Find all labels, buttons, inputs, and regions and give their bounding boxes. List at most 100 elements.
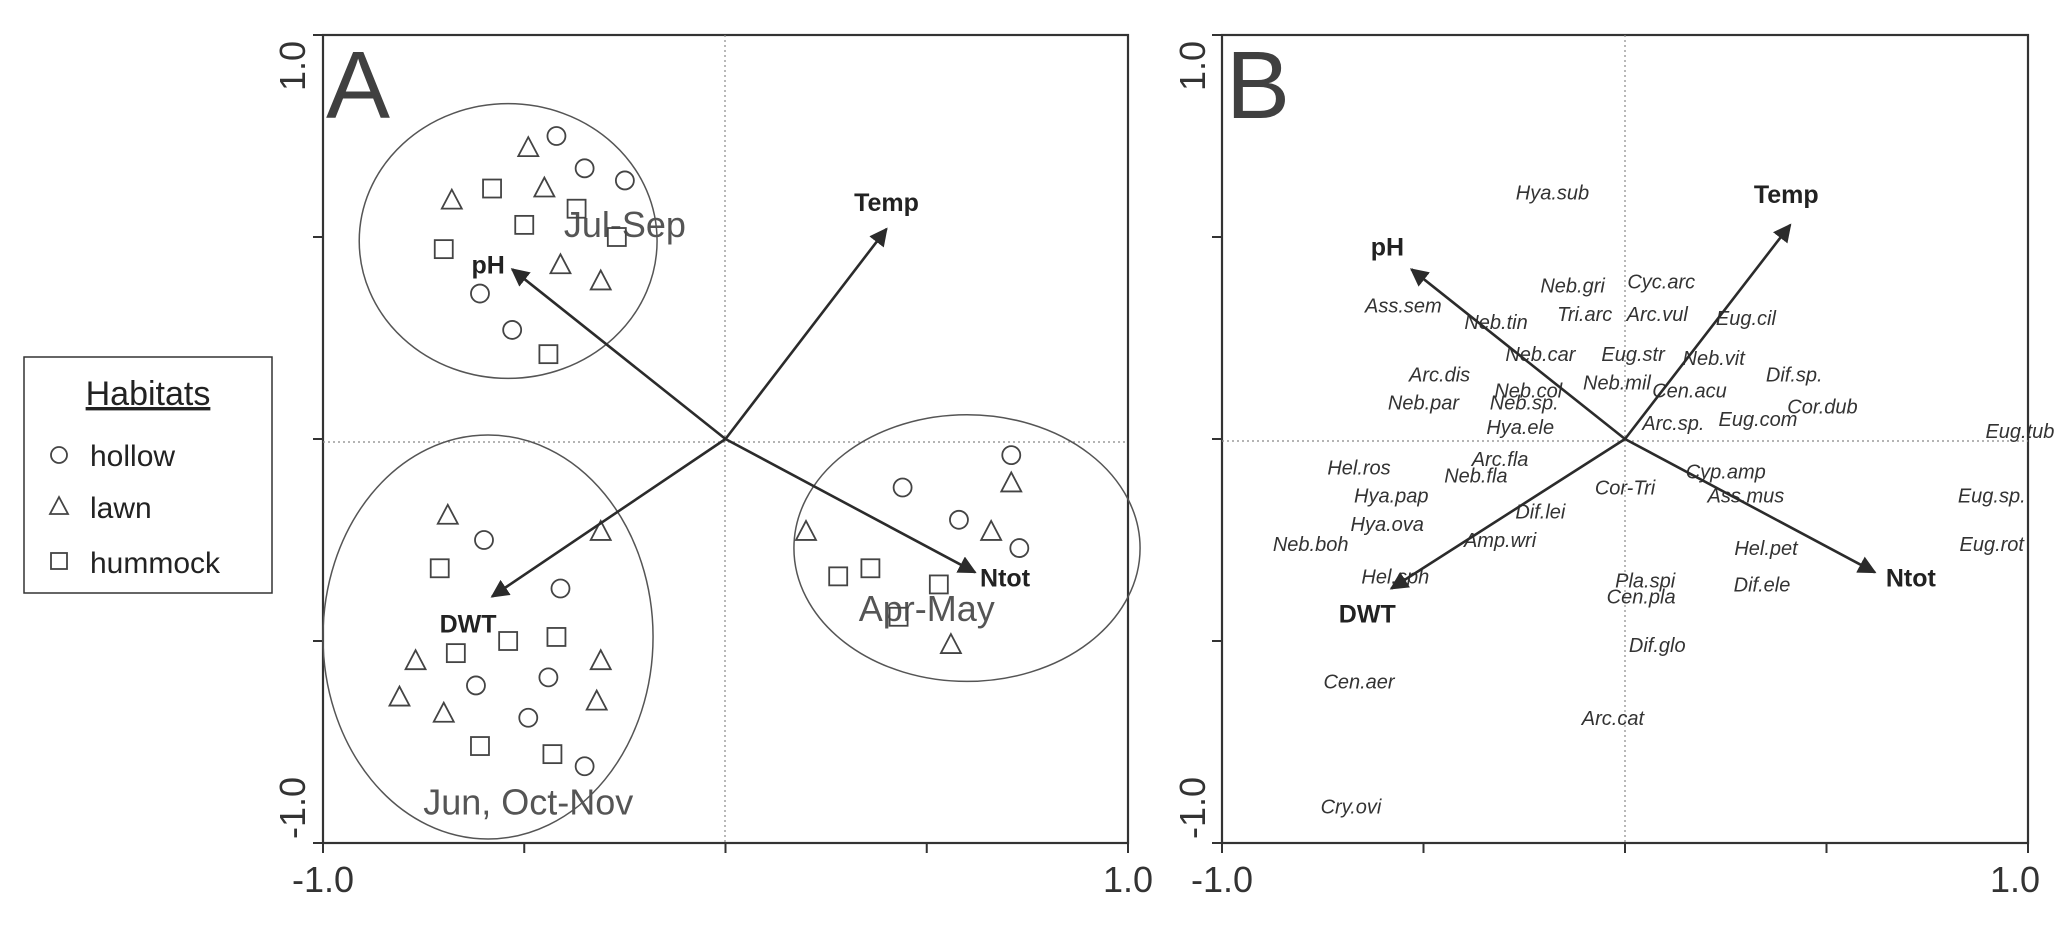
- sample-point-hummock-5: [482, 178, 502, 199]
- species-label-neb-fla: Neb.fla: [1444, 465, 1507, 487]
- sample-point-lawn-6: [532, 175, 556, 198]
- panel-a-vector-dwt: [490, 437, 727, 598]
- panel-b-vector-dwt: [1389, 437, 1626, 590]
- species-label-eug-str: Eug.str: [1601, 344, 1666, 366]
- species-label-hel-pet: Hel.pet: [1734, 538, 1799, 560]
- sample-point-lawn-40: [387, 684, 411, 707]
- sample-point-hummock-8: [514, 214, 535, 235]
- sample-point-lawn-17: [999, 470, 1023, 493]
- species-label-eug-cil: Eug.cil: [1716, 308, 1777, 330]
- group-ellipse-apr-may: [793, 414, 1141, 683]
- species-label-arc-vul: Arc.vul: [1626, 304, 1689, 326]
- panel-a-vector-label-temp: Temp: [854, 189, 919, 217]
- sample-point-lawn-20: [979, 518, 1003, 541]
- species-label-hya-sub: Hya.sub: [1516, 183, 1589, 205]
- sample-point-hollow-16: [1001, 445, 1022, 466]
- legend-item-lawn: lawn: [48, 492, 152, 525]
- panel-b-ticks: [1212, 34, 2029, 853]
- hummock-square-icon: [50, 552, 68, 570]
- species-label-neb-boh: Neb.boh: [1273, 534, 1349, 556]
- panel-a-vector-temp: [724, 227, 888, 440]
- species-label-pla-spi: Pla.spi: [1615, 570, 1676, 592]
- panel-b-vector-ntot: [1624, 437, 1877, 574]
- species-label-neb-car: Neb.car: [1505, 344, 1576, 366]
- species-label-amp-wri: Amp.wri: [1463, 530, 1537, 552]
- panel-a-ticks: [313, 34, 1129, 853]
- sample-point-hollow-13: [470, 283, 490, 304]
- lawn-triangle-icon: [48, 495, 70, 515]
- panel-a-vector-label-ntot: Ntot: [980, 564, 1031, 592]
- panel-b-vector-label-temp: Temp: [1754, 181, 1819, 209]
- sample-point-hummock-26: [928, 574, 949, 595]
- panel-a-vector-ph: [510, 268, 727, 441]
- species-label-neb-col: Neb.col: [1494, 381, 1562, 403]
- group-label-jun-oct-nov: Jun, Oct-Nov: [423, 782, 633, 823]
- sample-point-hummock-31: [429, 558, 450, 579]
- sample-point-hummock-35: [445, 643, 466, 664]
- species-label-ass-mus: Ass.mus: [1707, 486, 1785, 508]
- species-label-tri-arc: Tri.arc: [1557, 304, 1612, 326]
- panel-b-letter: B: [1226, 32, 1290, 139]
- species-label-cor-dub: Cor.dub: [1787, 397, 1857, 419]
- group-ellipse-jul-sep: [358, 102, 658, 380]
- panel-a-y-tick-max: 1.0: [272, 41, 313, 91]
- legend-title: Habitats: [86, 375, 211, 413]
- panel-b-vector-ph: [1409, 268, 1626, 441]
- species-label-cor-tri: Cor-Tri: [1595, 477, 1656, 499]
- sample-point-hollow-3: [614, 170, 635, 191]
- sample-point-hummock-34: [498, 631, 519, 651]
- group-label-jul-sep: Jul-Sep: [564, 204, 686, 245]
- sample-point-lawn-29: [436, 502, 460, 525]
- species-label-neb-mil: Neb.mil: [1583, 372, 1651, 394]
- sample-point-lawn-4: [440, 187, 464, 210]
- sample-point-hummock-9: [606, 227, 627, 247]
- species-label-arc-cat: Arc.cat: [1581, 708, 1646, 730]
- species-label-cry-ovi: Cry.ovi: [1321, 797, 1382, 819]
- legend-label-hummock: hummock: [90, 547, 221, 580]
- legend-label-hollow: hollow: [90, 440, 175, 473]
- legend-label-lawn: lawn: [90, 492, 152, 525]
- panel-a-vector-ntot: [724, 437, 977, 574]
- species-label-eug-rot: Eug.rot: [1959, 534, 2025, 556]
- legend-item-hummock: hummock: [50, 547, 221, 580]
- species-label-cyc-arc: Cyc.arc: [1627, 271, 1695, 293]
- sample-point-lawn-23: [794, 518, 818, 541]
- panel-b-y-tick-max: 1.0: [1172, 41, 1213, 91]
- sample-point-hummock-15: [538, 344, 559, 365]
- sample-point-hummock-25: [828, 566, 849, 587]
- sample-point-lawn-11: [548, 252, 572, 275]
- species-label-cen-aer: Cen.aer: [1323, 671, 1395, 693]
- panel-a-x-tick-max: 1.0: [1103, 859, 1153, 900]
- sample-point-hollow-39: [466, 675, 486, 696]
- panel-b-y-tick-min: -1.0: [1172, 777, 1213, 839]
- sample-point-hummock-7: [566, 198, 587, 219]
- panel-a-x-tick-min: -1.0: [292, 859, 354, 900]
- species-label-arc-fla: Arc.fla: [1471, 449, 1529, 471]
- group-ellipse-jun-oct-nov: [322, 434, 654, 840]
- sample-point-hummock-27: [888, 606, 909, 627]
- sample-point-hollow-43: [518, 707, 539, 728]
- panel-b-vector-label-ph: pH: [1371, 233, 1404, 261]
- hollow-circle-icon: [50, 446, 68, 464]
- sample-point-hummock-45: [542, 744, 563, 765]
- sample-point-hollow-32: [550, 578, 571, 599]
- species-label-neb-tin: Neb.tin: [1464, 312, 1527, 334]
- sample-point-hollow-30: [474, 530, 494, 550]
- sample-point-lawn-37: [589, 648, 613, 671]
- species-label-cen-acu: Cen.acu: [1652, 381, 1727, 403]
- species-label-hya-pap: Hya.pap: [1354, 486, 1429, 508]
- panel-a-vector-label-ph: pH: [472, 251, 505, 279]
- sample-point-hollow-22: [1009, 538, 1030, 558]
- sample-point-hollow-38: [538, 667, 559, 688]
- species-label-neb-par: Neb.par: [1388, 393, 1460, 415]
- species-label-eug-tub: Eug.tub: [1985, 421, 2054, 443]
- sample-point-hollow-0: [546, 126, 567, 146]
- habitats-legend: Habitats hollow lawn hummock: [23, 356, 273, 594]
- group-label-apr-may: Apr-May: [859, 588, 995, 629]
- species-label-arc-dis: Arc.dis: [1408, 364, 1470, 386]
- species-label-dif-ele: Dif.ele: [1734, 574, 1791, 596]
